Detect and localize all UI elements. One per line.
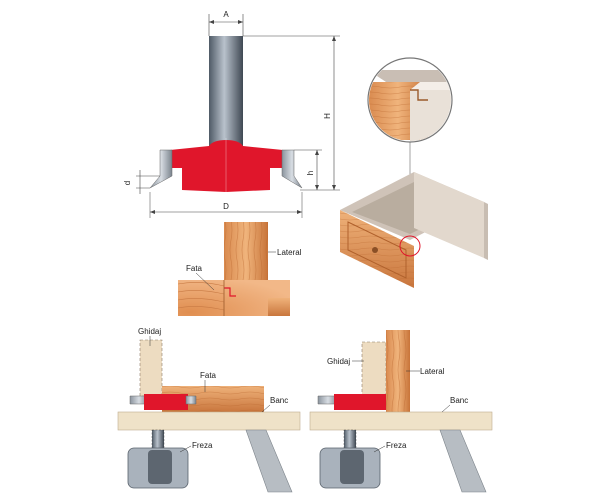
label-lateral-top: Lateral xyxy=(277,248,302,257)
bit-shank xyxy=(209,36,243,146)
label-fata-left: Fata xyxy=(200,371,217,380)
label-freza-left: Freza xyxy=(192,441,213,450)
setup-left: Ghidaj Fata Banc Freza xyxy=(117,327,301,493)
dim-d-small-label: d xyxy=(123,181,132,185)
label-fata-top: Fata xyxy=(186,264,203,273)
guide-right xyxy=(361,341,387,399)
dim-a-label: A xyxy=(223,10,229,19)
dim-h-label: h xyxy=(306,171,315,175)
label-banc-right: Banc xyxy=(450,396,468,405)
label-ghidaj-left: Ghidaj xyxy=(138,327,161,336)
bench-right xyxy=(309,411,493,431)
dim-h-total-label: H xyxy=(323,113,332,119)
guide-left xyxy=(139,339,163,397)
joint-detail: Lateral Fata xyxy=(177,222,302,316)
drawer-illustration xyxy=(340,57,488,288)
label-banc-left: Banc xyxy=(270,396,288,405)
bit-cutter xyxy=(170,140,283,192)
router-bit: A H h d D xyxy=(123,10,340,218)
label-lateral-right: Lateral xyxy=(420,367,445,376)
dim-d-big-label: D xyxy=(223,202,229,211)
label-ghidaj-right: Ghidaj xyxy=(327,357,350,366)
setup-right: Ghidaj Lateral Banc Freza xyxy=(309,330,493,493)
bench-left xyxy=(117,411,301,431)
label-freza-right: Freza xyxy=(386,441,407,450)
